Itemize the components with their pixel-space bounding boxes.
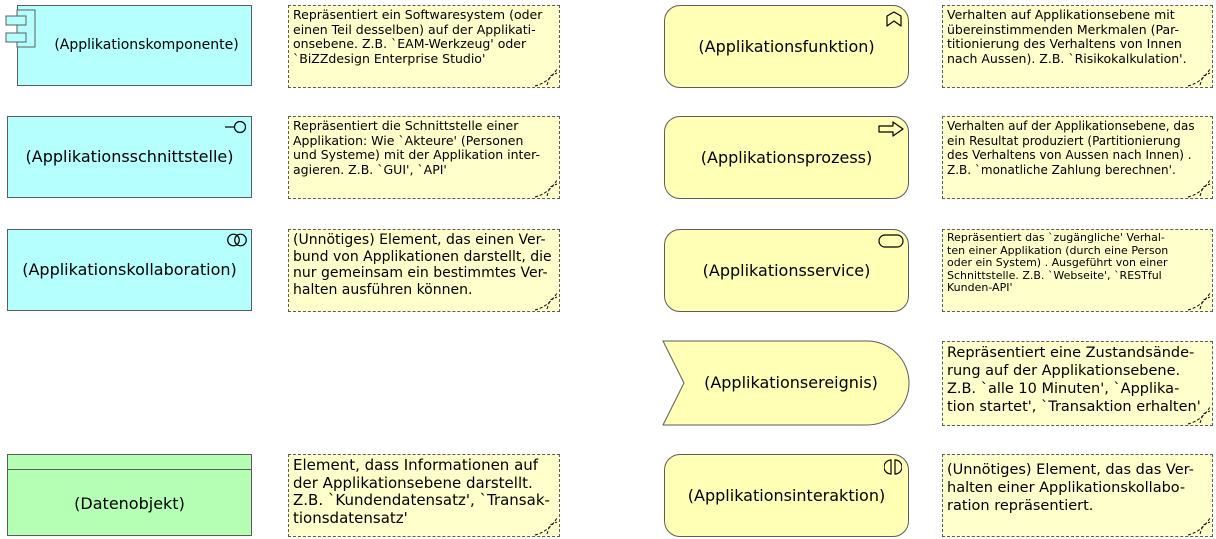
data-object-label: (Datenobjekt) <box>74 494 185 514</box>
application-process-label: (Applikationsprozess) <box>700 147 873 167</box>
application-interaction-label: (Applikationsinteraktion) <box>687 485 886 505</box>
note-collaboration-text: (Unnötiges) Element, das einen Ver- bund… <box>293 232 552 298</box>
service-icon <box>878 234 904 248</box>
process-icon <box>878 121 904 137</box>
note-process: Verhalten auf der Applikationsebene, das… <box>942 116 1213 199</box>
note-component-text: Repräsentiert ein Softwaresystem (oder e… <box>293 7 543 66</box>
note-service-text: Repräsentiert das `zugängliche' Verhal- … <box>947 231 1169 294</box>
note-fold-icon <box>1187 406 1211 425</box>
interaction-icon <box>884 459 902 475</box>
application-component[interactable]: (Applikationskomponente) <box>17 5 252 86</box>
note-component: Repräsentiert ein Softwaresystem (oder e… <box>288 5 560 88</box>
note-collaboration: (Unnötiges) Element, das einen Ver- bund… <box>288 229 560 312</box>
note-data-object: Element, dass Informationen auf der Appl… <box>288 454 560 537</box>
note-event: Repräsentiert eine Zustandsände- rung au… <box>942 341 1213 426</box>
data-object-header-line <box>8 469 251 470</box>
application-event[interactable]: (Applikationsereignis) <box>686 341 896 425</box>
application-collaboration[interactable]: (Applikationskollaboration) <box>7 229 252 311</box>
note-fold-icon <box>1187 292 1211 311</box>
note-data-object-text: Element, dass Informationen auf der Appl… <box>293 456 550 527</box>
collaboration-icon <box>227 233 247 247</box>
note-fold-icon <box>534 68 558 87</box>
application-interface-label: (Applikationsschnittstelle) <box>25 147 234 167</box>
application-event-shape <box>662 340 910 426</box>
note-interaction: (Unnötiges) Element, das das Ver- halten… <box>942 454 1213 537</box>
note-interaction-text: (Unnötiges) Element, das das Ver- halten… <box>947 462 1194 514</box>
note-fold-icon <box>534 517 558 536</box>
note-fold-icon <box>1187 179 1211 198</box>
note-fold-icon <box>534 292 558 311</box>
application-service-label: (Applikationsservice) <box>702 260 871 280</box>
note-interface: Repräsentiert die Schnittstelle einer Ap… <box>288 116 560 199</box>
function-icon <box>886 11 902 27</box>
note-fold-icon <box>1187 517 1211 536</box>
note-interface-text: Repräsentiert die Schnittstelle einer Ap… <box>293 118 540 177</box>
note-fold-icon <box>1187 68 1211 87</box>
note-process-text: Verhalten auf der Applikationsebene, das… <box>947 119 1195 177</box>
application-event-label: (Applikationsereignis) <box>704 373 878 393</box>
application-process[interactable]: (Applikationsprozess) <box>664 116 909 199</box>
application-function[interactable]: (Applikationsfunktion) <box>664 5 909 88</box>
application-interface[interactable]: (Applikationsschnittstelle) <box>7 116 252 198</box>
application-component-label: (Applikationskomponente) <box>54 37 239 54</box>
application-collaboration-label: (Applikationskollaboration) <box>22 260 237 280</box>
application-function-label: (Applikationsfunktion) <box>698 36 875 56</box>
data-object[interactable]: (Datenobjekt) <box>7 454 252 536</box>
note-fold-icon <box>534 179 558 198</box>
application-service[interactable]: (Applikationsservice) <box>664 229 909 312</box>
note-service: Repräsentiert das `zugängliche' Verhal- … <box>942 229 1213 312</box>
note-event-text: Repräsentiert eine Zustandsände- rung au… <box>947 345 1201 415</box>
application-interaction[interactable]: (Applikationsinteraktion) <box>664 454 909 537</box>
note-function: Verhalten auf Applikationsebene mit über… <box>942 5 1213 88</box>
interface-icon <box>225 120 247 134</box>
note-function-text: Verhalten auf Applikationsebene mit über… <box>947 7 1187 66</box>
component-icon <box>5 9 36 48</box>
